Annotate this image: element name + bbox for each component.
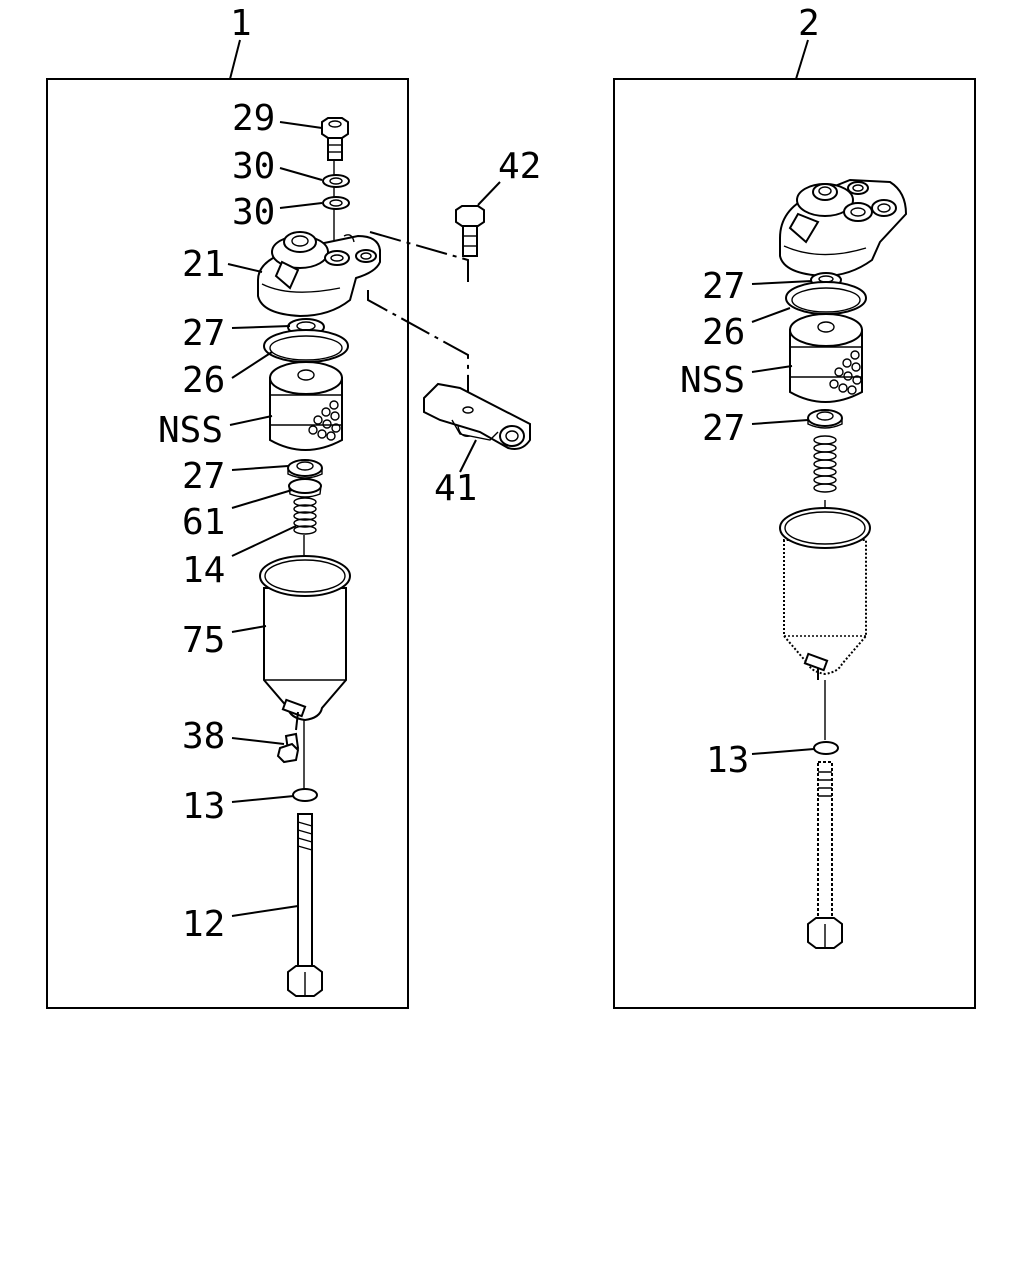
spring-14 [293, 497, 317, 535]
assembly-1-frame [46, 78, 409, 1009]
assembly-1: 1 [46, 3, 469, 1009]
callout-27-upper-2: 27 [702, 266, 745, 307]
leader-41 [459, 439, 477, 473]
assembly-2-frame [613, 78, 976, 1009]
assembly-2-leader [795, 39, 809, 80]
bowl-2 [779, 507, 871, 680]
filter-head-2 [779, 178, 908, 278]
assembly-2-number: 2 [798, 3, 820, 44]
align-line-bolt [369, 231, 469, 282]
filter-element-nss-2 [789, 313, 863, 403]
bracket-bolt-42 [455, 205, 485, 257]
assembly-2-leaders [751, 280, 815, 755]
filter-element-nss [269, 361, 343, 451]
oring-26 [263, 329, 349, 363]
seal-27-lower [287, 459, 323, 479]
callout-27-lower: 27 [182, 456, 225, 497]
seal-27-lower-2 [807, 409, 843, 429]
seat-61 [288, 478, 322, 498]
callout-13: 13 [182, 786, 225, 827]
gasket-13 [292, 788, 318, 802]
callout-61: 61 [182, 502, 225, 543]
callout-29: 29 [232, 98, 275, 139]
filter-head-21 [257, 231, 381, 318]
callout-26-2: 26 [702, 312, 745, 353]
bolt-29 [321, 117, 349, 161]
callout-38: 38 [182, 716, 225, 757]
oring-26-2 [785, 281, 867, 315]
callout-75: 75 [182, 620, 225, 661]
drain-plug-38 [276, 732, 300, 764]
gasket-13-2 [813, 741, 839, 755]
assembly-1-leaders [227, 121, 323, 917]
callout-nss-2: NSS [680, 360, 745, 401]
callout-41: 41 [434, 468, 477, 509]
callout-12: 12 [182, 904, 225, 945]
assembly-2: 2 [613, 3, 976, 1009]
center-bolt-12 [287, 813, 323, 997]
bowl-75 [259, 555, 351, 731]
callout-13-2: 13 [706, 740, 749, 781]
center-bolt-2 [807, 761, 843, 949]
external-parts: 42 41 [423, 146, 541, 509]
assembly-1-leader [229, 39, 241, 80]
callout-30-upper: 30 [232, 146, 275, 187]
callout-21: 21 [182, 244, 225, 285]
washer-30-lower [322, 196, 350, 210]
spring-2 [813, 435, 837, 493]
callout-27-lower-2: 27 [702, 408, 745, 449]
callout-27-upper: 27 [182, 313, 225, 354]
callout-42: 42 [498, 146, 541, 187]
leader-42 [477, 181, 501, 206]
callout-14: 14 [182, 550, 225, 591]
callout-nss: NSS [158, 410, 223, 451]
callout-26: 26 [182, 360, 225, 401]
assembly-1-number: 1 [230, 3, 252, 44]
washer-30-upper [322, 174, 350, 188]
align-line-bracket [367, 290, 469, 410]
bracket-41 [423, 382, 531, 450]
callout-30-lower: 30 [232, 192, 275, 233]
